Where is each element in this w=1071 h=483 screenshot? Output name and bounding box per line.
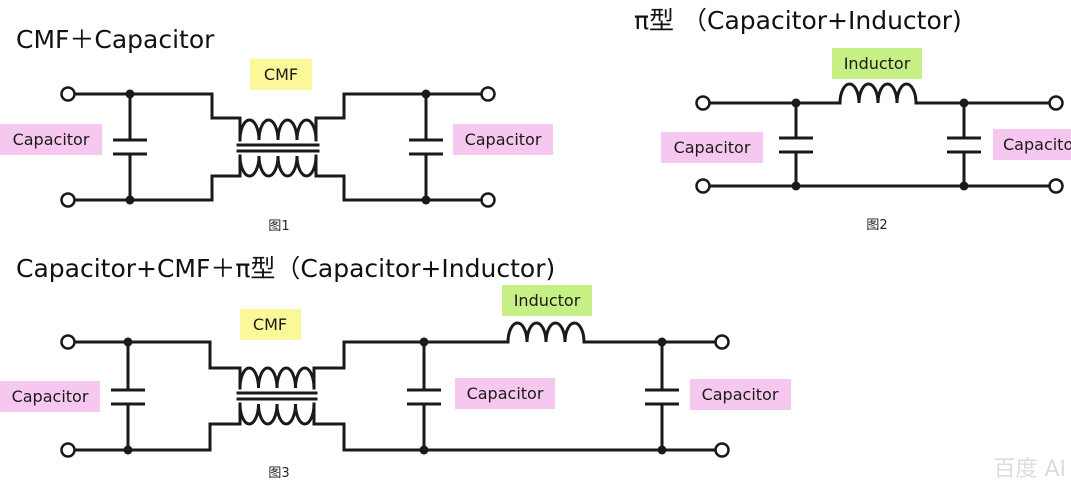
fig3-inductor-label-bg <box>502 285 592 316</box>
fig3-cap-left-label-bg <box>0 381 100 412</box>
fig3-terminal <box>714 334 730 350</box>
fig3-terminal <box>714 442 730 458</box>
fig1-junction-dot <box>421 89 431 99</box>
fig3-junction-dot <box>419 445 429 455</box>
fig3-terminal <box>60 334 76 350</box>
fig3-caption: 图3 <box>268 466 289 481</box>
fig2-junction-dot <box>959 98 969 108</box>
fig1-terminal <box>480 192 496 208</box>
figure-2-title: π型 （Capacitor+Inductor) <box>634 6 962 35</box>
fig2-cap-right-label-bg <box>993 129 1071 160</box>
figure-1: CMF＋Capacitor <box>0 25 553 234</box>
fig3-junction-dot <box>657 337 667 347</box>
fig3-cap-mid-label-bg <box>455 378 555 409</box>
watermark: 百度 AI <box>993 457 1066 482</box>
fig1-cap-left-label-bg <box>0 124 102 155</box>
fig3-cmf-label: CMF <box>253 315 287 334</box>
fig3-junction-dot <box>123 337 133 347</box>
fig1-terminal <box>60 192 76 208</box>
figure-2: π型 （Capacitor+Inductor) Inductor Capacit… <box>634 6 1071 233</box>
fig1-cap-left-label: Capacitor <box>13 130 90 149</box>
fig3-cap-right-label: Capacitor <box>702 385 779 404</box>
fig3-cap-left-label: Capacitor <box>12 387 89 406</box>
fig1-junction-dot <box>125 89 135 99</box>
fig3-cap-right-label-bg <box>690 379 791 410</box>
fig3-cap-mid-label: Capacitor <box>467 384 544 403</box>
fig1-cmf-top-winding <box>238 118 318 141</box>
fig3-cmf-label-bg <box>240 309 301 340</box>
fig2-junction-dot <box>791 98 801 108</box>
fig3-junction-dot <box>419 337 429 347</box>
fig2-caption: 图2 <box>866 218 887 233</box>
fig3-cmf-top-winding <box>238 366 316 389</box>
fig2-cap-right-label: Capacitor <box>1003 135 1071 154</box>
fig1-terminal <box>480 86 496 102</box>
fig1-cmf-label-bg <box>250 59 312 90</box>
fig1-cmf-label: CMF <box>264 65 298 84</box>
fig1-cap-right-label-bg <box>453 124 553 155</box>
fig1-cap-right-label: Capacitor <box>465 130 542 149</box>
fig2-junction-dot <box>791 181 801 191</box>
fig3-junction-dot <box>657 445 667 455</box>
fig1-junction-dot <box>421 195 431 205</box>
figure-3: Capacitor+CMF＋π型（Capacitor+Inductor) <box>0 254 791 481</box>
fig3-junction-dot <box>123 445 133 455</box>
fig2-terminal <box>1048 178 1064 194</box>
fig1-junction-dot <box>125 195 135 205</box>
fig2-terminal <box>695 95 711 111</box>
fig3-inductor-label: Inductor <box>514 291 581 310</box>
fig2-junction-dot <box>959 181 969 191</box>
fig1-terminal <box>60 86 76 102</box>
fig2-cap-left-label-bg <box>661 132 763 163</box>
figure-1-title: CMF＋Capacitor <box>16 25 215 54</box>
fig2-terminal <box>695 178 711 194</box>
fig2-inductor-label-bg <box>832 48 922 79</box>
figure-3-title: Capacitor+CMF＋π型（Capacitor+Inductor) <box>16 254 555 283</box>
fig3-cmf-bottom-winding <box>238 403 316 426</box>
fig1-cmf-bottom-winding <box>238 155 318 178</box>
fig2-inductor-label: Inductor <box>844 54 911 73</box>
fig3-inductor-winding <box>506 321 586 343</box>
fig3-terminal <box>60 442 76 458</box>
fig2-cap-left-label: Capacitor <box>674 138 751 157</box>
fig1-caption: 图1 <box>268 219 289 234</box>
fig2-inductor-winding <box>838 82 918 104</box>
fig2-terminal <box>1048 95 1064 111</box>
